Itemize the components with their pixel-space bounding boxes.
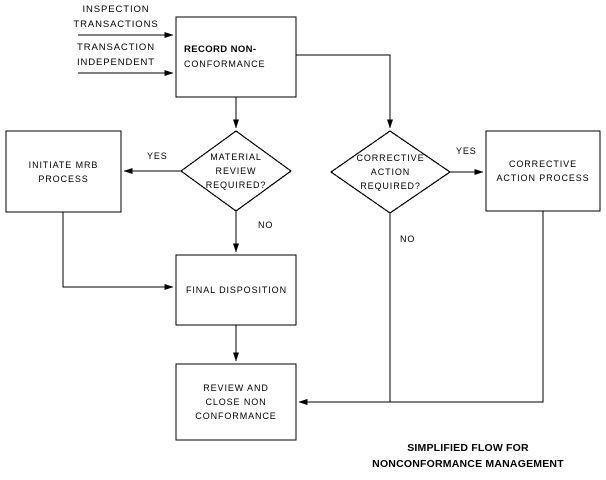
node-record-nonconformance	[175, 16, 297, 98]
diagram-caption: SIMPLIFIED FLOW FOR NONCONFORMANCE MANAG…	[346, 440, 590, 472]
diagram-caption-line2: NONCONFORMANCE MANAGEMENT	[372, 458, 564, 470]
input-label-transaction-independent: TRANSACTION INDEPENDENT	[46, 40, 186, 70]
edge-corrective-action-process-to-review-close	[298, 211, 544, 405]
node-material-review-required	[179, 130, 293, 212]
edge-corrective-action-no-to-review-close	[298, 213, 391, 405]
node-corrective-action-required	[329, 130, 452, 214]
edge-record-to-corrective-action	[296, 54, 393, 129]
node-initiate-mrb-process	[5, 130, 122, 213]
diagram-caption-line1: SIMPLIFIED FLOW FOR	[407, 442, 529, 454]
node-review-close-nonconformance	[175, 363, 297, 441]
input-label-inspection-transactions-line1: INSPECTION	[82, 4, 150, 15]
input-label-transaction-independent-line2: INDEPENDENT	[77, 57, 155, 68]
input-label-transaction-independent-line1: TRANSACTION	[77, 42, 155, 53]
edge-label-corrective-action-no: NO	[400, 234, 416, 244]
edge-label-material-review-no: NO	[258, 220, 274, 230]
input-label-inspection-transactions: INSPECTION TRANSACTIONS	[46, 2, 186, 32]
edge-label-corrective-action-yes: YES	[456, 146, 477, 156]
node-final-disposition	[175, 254, 297, 326]
input-label-inspection-transactions-line2: TRANSACTIONS	[73, 19, 159, 30]
node-corrective-action-process	[485, 130, 601, 212]
edge-mrb-to-final-disposition	[62, 212, 174, 290]
edge-label-material-review-yes: YES	[147, 151, 168, 161]
